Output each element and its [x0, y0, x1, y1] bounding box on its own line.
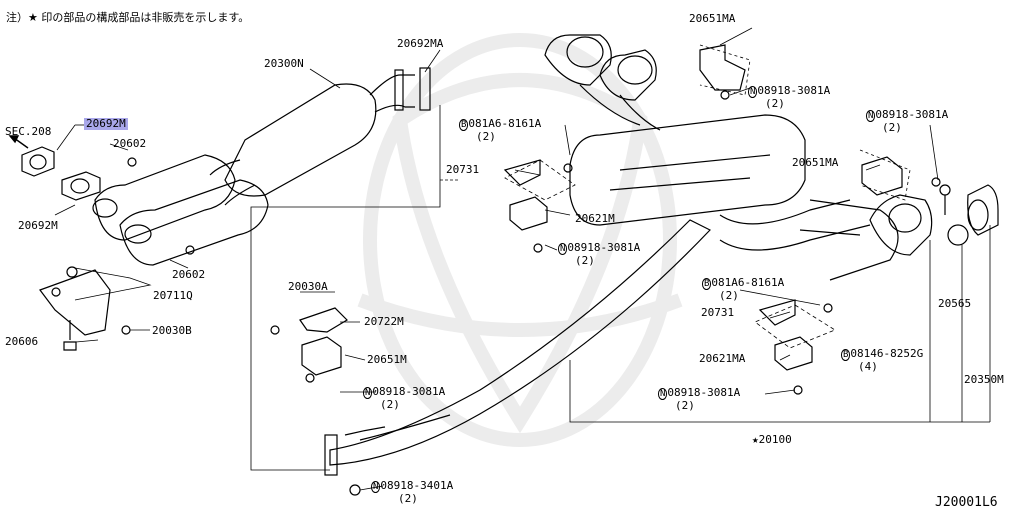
qty-e: (2) — [765, 97, 785, 110]
part-20731-a[interactable]: 20731 — [446, 163, 480, 176]
rubber-mount-20651M — [301, 336, 342, 376]
bolt-symbol-icon: B — [841, 349, 851, 361]
part-20651MA-b[interactable]: 20651MA — [792, 156, 839, 169]
hanger-20731-right — [758, 299, 796, 326]
part-20300N[interactable]: 20300N — [264, 57, 304, 70]
rubber-mount-20621MA — [774, 336, 813, 371]
part-20692M-highlighted[interactable]: 20692M — [84, 117, 128, 130]
qty-d: (2) — [398, 492, 418, 505]
qty-4: (4) — [858, 360, 878, 373]
nut-symbol-icon: N — [866, 110, 876, 122]
tail-pipe-top-left — [544, 34, 612, 86]
rear-muffler — [569, 114, 806, 226]
part-20692MA[interactable]: 20692MA — [397, 37, 444, 50]
rubber-mount-20621M — [509, 196, 548, 231]
tail-pipe-right — [869, 194, 933, 256]
nut-symbol-icon: N — [558, 243, 568, 255]
nut-symbol-icon: N — [371, 481, 381, 493]
leader-lines — [54, 27, 991, 491]
bolt-symbol-icon: B — [459, 119, 469, 131]
part-20602-b[interactable]: 20602 — [172, 268, 206, 281]
part-20030A[interactable]: 20030A — [288, 280, 328, 293]
qty-h: (2) — [675, 399, 695, 412]
gasket-20692M-left — [21, 146, 55, 177]
part-20722M[interactable]: 20722M — [364, 315, 404, 328]
catalyst-front — [94, 154, 236, 241]
qty-a: (2) — [476, 130, 496, 143]
part-20602-a[interactable]: 20602 — [113, 137, 147, 150]
hanger-20651MA-right — [861, 156, 903, 196]
bracket-20711Q — [39, 269, 111, 336]
qty-b: (2) — [575, 254, 595, 267]
hanger-20651MA-top — [699, 44, 746, 91]
hanger-20722M — [299, 307, 348, 333]
bolt-symbol-icon: B — [702, 278, 712, 290]
part-20651M[interactable]: 20651M — [367, 353, 407, 366]
part-20100[interactable]: ★20100 — [752, 433, 792, 446]
part-20350M[interactable]: 20350M — [964, 373, 1004, 386]
nut-symbol-icon: N — [748, 86, 758, 98]
hanger-20731-left — [503, 159, 541, 186]
part-20030B[interactable]: 20030B — [152, 324, 192, 337]
clamp-20565 — [947, 224, 969, 246]
front-pipe-20300N — [224, 83, 377, 197]
nut-symbol-icon: N — [363, 387, 373, 399]
part-20692M[interactable]: 20692M — [18, 219, 58, 232]
tail-pipe-top-right — [599, 49, 657, 101]
part-20731-b[interactable]: 20731 — [701, 306, 735, 319]
diagram-id: J20001L6 — [935, 495, 998, 510]
sec-208-link[interactable]: SEC.208 — [5, 125, 52, 138]
qty-f: (2) — [882, 121, 902, 134]
exhaust-assembly — [21, 34, 999, 496]
nut-symbol-icon: N — [658, 388, 668, 400]
qty-c: (2) — [380, 398, 400, 411]
part-20621MA[interactable]: 20621MA — [699, 352, 746, 365]
part-20606[interactable]: 20606 — [5, 335, 39, 348]
center-pipe-20100 — [329, 219, 711, 466]
part-20711Q[interactable]: 20711Q — [153, 289, 193, 302]
sec-arrow-icon — [8, 135, 29, 149]
gasket-20692M — [61, 171, 101, 201]
part-20651MA-a[interactable]: 20651MA — [689, 12, 736, 25]
note-text: 注）★ 印の部品の構成部品は非販売を示します。 — [6, 11, 250, 24]
catalyst-rear — [119, 179, 269, 266]
qty-g: (2) — [719, 289, 739, 302]
part-20621M[interactable]: 20621M — [575, 212, 615, 225]
part-20565[interactable]: 20565 — [938, 297, 972, 310]
